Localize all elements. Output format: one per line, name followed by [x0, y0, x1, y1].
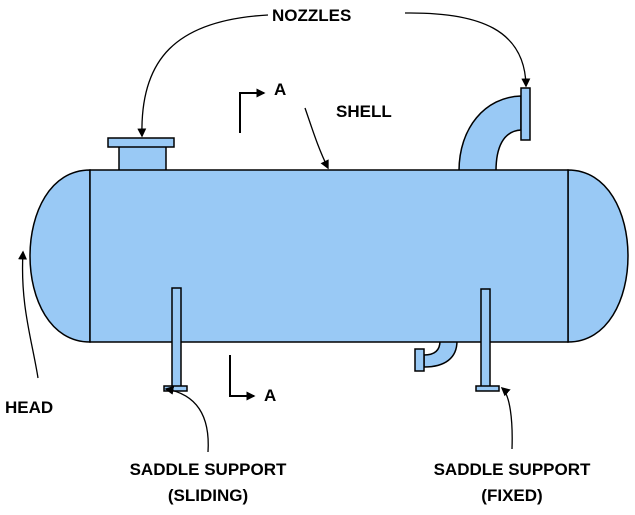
- section-arrow-bottom: [229, 355, 256, 401]
- nozzles-label: NOZZLES: [272, 6, 351, 25]
- shell-label: SHELL: [336, 102, 392, 121]
- head-label: HEAD: [5, 398, 53, 417]
- saddle-sliding-label-line2: (SLIDING): [168, 486, 248, 505]
- section-arrow-top: [239, 88, 266, 133]
- shell-leader: [304, 107, 329, 170]
- head-leader: [18, 250, 39, 379]
- nozzles-leader-left: [137, 14, 269, 138]
- top-right-nozzle-flange: [520, 87, 531, 141]
- saddle-sliding-label-line1: SADDLE SUPPORT: [130, 460, 287, 479]
- saddle-support-fixed-base: [475, 385, 500, 392]
- nozzles-leader-right: [404, 12, 531, 88]
- section-mark-bottom-label: A: [264, 386, 276, 405]
- saddle-sliding-leader: [164, 385, 209, 453]
- saddle-support-sliding: [171, 287, 182, 388]
- saddle-support-fixed: [480, 288, 491, 388]
- saddle-fixed-label-line2: (FIXED): [481, 486, 542, 505]
- top-left-nozzle-flange: [107, 137, 175, 148]
- saddle-fixed-label-line1: SADDLE SUPPORT: [434, 460, 591, 479]
- saddle-fixed-leader: [500, 387, 513, 450]
- bottom-nozzle-flange: [414, 348, 425, 372]
- top-right-elbow-nozzle: [458, 95, 522, 172]
- bottom-elbow-nozzle: [423, 340, 458, 368]
- saddle-support-sliding-base: [163, 385, 188, 392]
- top-left-nozzle-neck: [118, 145, 167, 172]
- section-mark-top-label: A: [274, 80, 286, 99]
- right-head: [567, 169, 629, 343]
- shell-body: [89, 169, 569, 343]
- left-head: [29, 169, 91, 343]
